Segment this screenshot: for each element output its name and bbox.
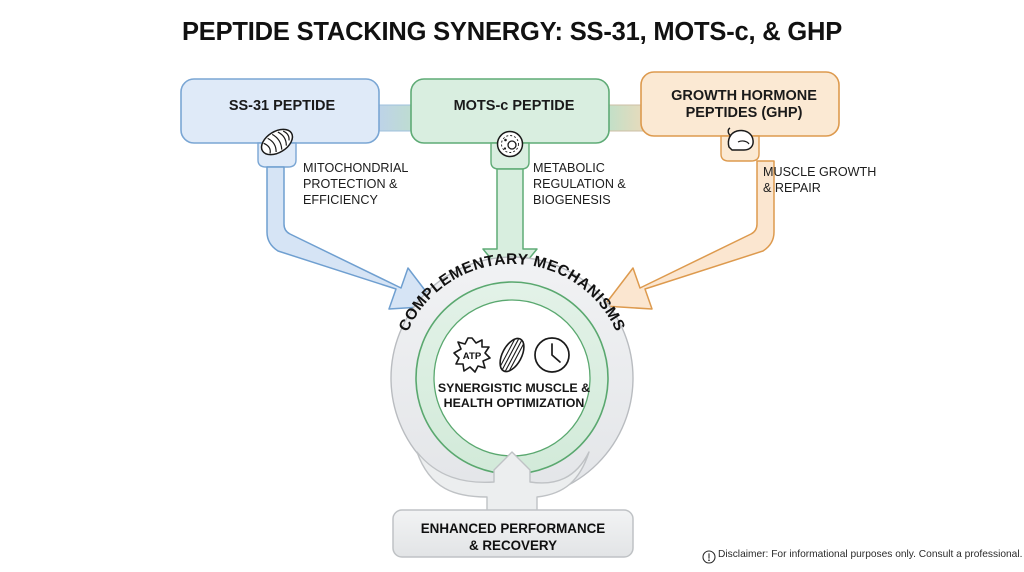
- outcome-box[interactable]: [392, 509, 634, 558]
- mitochondrion-icon: [260, 128, 294, 156]
- node-motsc[interactable]: [410, 78, 610, 283]
- node-ss31[interactable]: [180, 78, 438, 310]
- info-exclamation-icon: [702, 550, 716, 564]
- caption-metabolic-regulation: METABOLIC REGULATION & BIOGENESIS: [533, 161, 626, 208]
- disclaimer: Disclaimer: For informational purposes o…: [700, 548, 1022, 560]
- hub-complementary-mechanisms[interactable]: COMPLEMENTARY MECHANISMS ATP: [390, 251, 634, 500]
- arrow-hub-to-outcome: [416, 451, 590, 541]
- node-motsc-label: MOTS-c PEPTIDE: [453, 98, 575, 114]
- muscle-fiber-icon: [499, 337, 525, 373]
- atp-icon: ATP: [453, 337, 491, 373]
- svg-text:ATP: ATP: [463, 351, 482, 362]
- disclaimer-icon-spacer: [700, 548, 712, 560]
- page-title: PEPTIDE STACKING SYNERGY: SS-31, MOTS-c,…: [181, 18, 843, 46]
- cell-icon: [496, 130, 524, 158]
- clock-icon: [534, 337, 570, 373]
- node-ghp[interactable]: [603, 71, 840, 310]
- bicep-icon: [727, 127, 754, 151]
- caption-mitochondrial-protection: MITOCHONDRIAL PROTECTION & EFFICIENCY: [303, 161, 409, 208]
- hub-center-text: SYNERGISTIC MUSCLE & HEALTH OPTIMIZATION: [437, 381, 591, 411]
- arrow-ss31-to-hub: [266, 166, 438, 310]
- arrow-ghp-to-hub: [603, 160, 775, 310]
- outcome-label: ENHANCED PERFORMANCE & RECOVERY: [420, 521, 606, 553]
- node-ss31-label: SS-31 PEPTIDE: [228, 98, 336, 114]
- caption-muscle-growth: MUSCLE GROWTH & REPAIR: [763, 165, 877, 196]
- node-ghp-label: GROWTH HORMONE PEPTIDES (GHP): [671, 88, 817, 122]
- disclaimer-text: Disclaimer: For informational purposes o…: [718, 548, 1023, 560]
